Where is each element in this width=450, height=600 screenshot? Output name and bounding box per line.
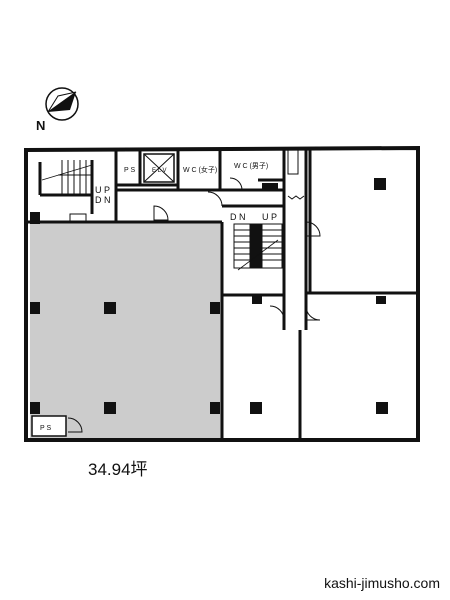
ps-bottom-box (31, 415, 67, 437)
columns (30, 178, 388, 414)
compass-label: N (36, 118, 45, 133)
room-label-ps-top: P S (124, 167, 135, 174)
stair-label-left-dn: D N (95, 195, 111, 205)
building-outline (24, 145, 420, 442)
room-label-ps-bottom: P S (40, 425, 51, 432)
stair-label-left-up: U P (95, 185, 110, 195)
corridor-break (287, 195, 305, 200)
area-label: 34.94坪 (88, 460, 148, 479)
elevator-icon (143, 153, 175, 183)
room-label-wc-male: W C (男子) (234, 162, 268, 170)
compass-icon (45, 87, 79, 121)
room-label-ps-small: P S (264, 185, 274, 191)
site-watermark: kashi-jimusho.com (324, 575, 440, 591)
highlighted-area (30, 222, 222, 438)
door-swings (67, 149, 321, 433)
interior-walls (26, 150, 418, 440)
room-label-wc-female: W C (女子) (183, 165, 217, 174)
stair-label-center-up: U P (262, 212, 277, 222)
left-stair (41, 160, 93, 194)
center-stair (233, 223, 283, 271)
stair-label-center-dn: D N (230, 212, 246, 222)
room-label-elevator: E L V (152, 168, 166, 174)
